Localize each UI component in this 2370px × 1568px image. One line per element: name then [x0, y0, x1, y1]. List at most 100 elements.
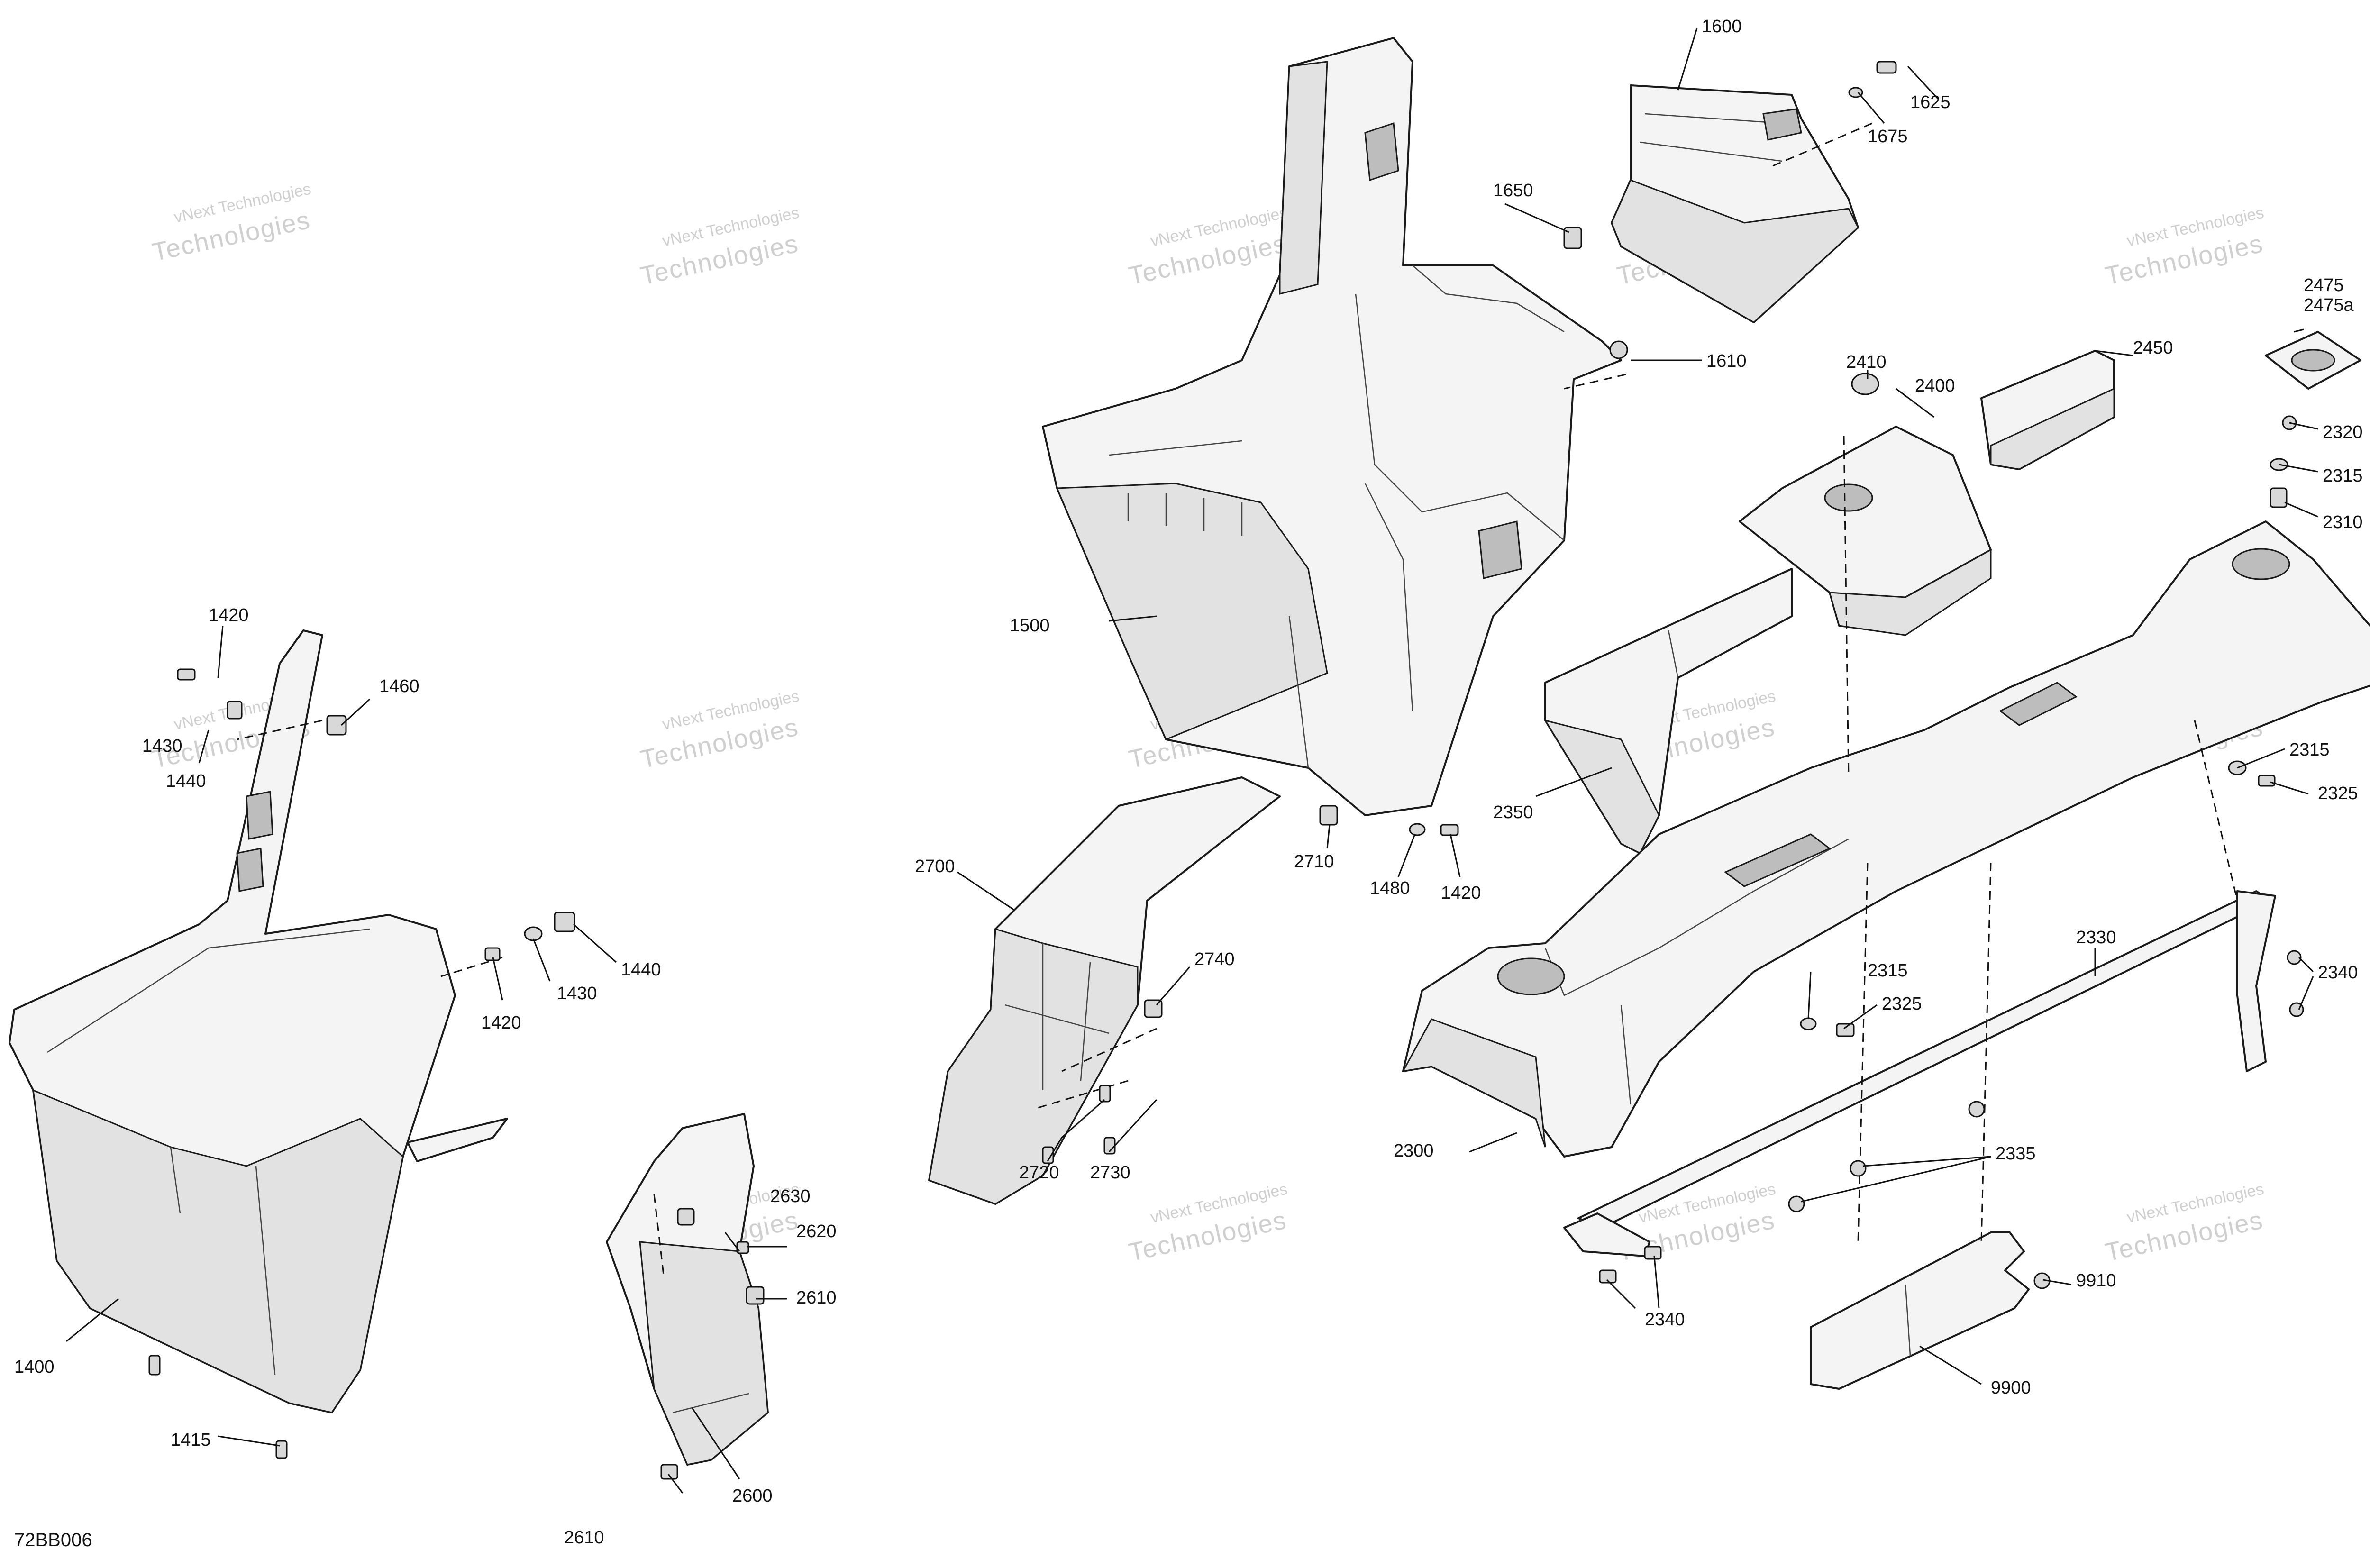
screw-icon	[275, 1440, 288, 1459]
callout-1420: 1420	[481, 1013, 521, 1033]
callout-1440: 1440	[621, 960, 661, 980]
washer-icon	[1800, 1017, 1817, 1030]
part-2330-brace	[1563, 890, 2276, 1257]
screw-icon	[1042, 1146, 1054, 1164]
callout-2400: 2400	[1915, 376, 1955, 396]
callout-2315: 2315	[2289, 740, 2330, 760]
callout-2340: 2340	[1645, 1310, 1685, 1330]
nut-icon	[2287, 950, 2302, 965]
screw-icon	[1644, 1246, 1662, 1260]
callout-1675: 1675	[1868, 127, 1908, 146]
clip-icon	[677, 1208, 695, 1226]
callout-2475: 2475	[2304, 275, 2344, 295]
callout-2330: 2330	[2076, 928, 2116, 948]
callout-1415: 1415	[171, 1430, 211, 1450]
leader-lines	[66, 28, 2318, 1494]
nut-icon	[1968, 1101, 1985, 1118]
washer-icon	[1409, 823, 1426, 836]
callout-2610: 2610	[564, 1528, 604, 1548]
callout-2730: 2730	[1090, 1163, 1130, 1183]
screw-icon	[148, 1355, 161, 1376]
screw-icon	[660, 1464, 678, 1480]
callout-1420: 1420	[1441, 883, 1481, 903]
clip-icon	[746, 1286, 765, 1305]
callout-1430: 1430	[557, 984, 597, 1003]
callout-1460: 1460	[379, 676, 419, 696]
callout-2325: 2325	[2318, 784, 2358, 803]
callout-2320: 2320	[2323, 422, 2363, 442]
assembly-lines	[237, 122, 2238, 1276]
callout-1610: 1610	[1706, 351, 1747, 371]
clip-icon	[1319, 805, 1338, 826]
watermark: vNext Technologies Technologies	[638, 203, 801, 290]
callout-2740: 2740	[1194, 949, 1235, 969]
callout-2315: 2315	[2323, 466, 2363, 486]
part-2700-side-panel	[928, 776, 1281, 1205]
clip-icon	[227, 701, 243, 720]
callout-2450: 2450	[2133, 338, 2173, 358]
callout-2410: 2410	[1846, 352, 1887, 372]
callout-2720: 2720	[1019, 1163, 1059, 1183]
diagram-reference-code: 72BB006	[14, 1530, 92, 1550]
clip-icon	[326, 715, 347, 736]
callout-1430: 1430	[142, 736, 182, 756]
part-2350-inner-panel	[1543, 568, 1793, 855]
callout-2325: 2325	[1882, 994, 1922, 1014]
callout-2475a: 2475a	[2304, 295, 2354, 315]
nut-icon	[1609, 340, 1628, 359]
part-2400-center-cover	[1739, 426, 1992, 636]
watermark: vNext Technologies Technologies	[1126, 1180, 1289, 1267]
callout-9910: 9910	[2076, 1271, 2116, 1291]
washer-icon	[524, 926, 543, 941]
callout-labels: 1600 1625 1675 1650 1610 1500 2410 2400 …	[14, 17, 2363, 1548]
part-9900-skid-plate	[1810, 1231, 2030, 1390]
callout-2620: 2620	[796, 1222, 837, 1241]
callout-2310: 2310	[2323, 512, 2363, 532]
callout-2710: 2710	[1294, 852, 1334, 872]
screw-icon	[1440, 824, 1459, 836]
screw-icon	[177, 668, 196, 681]
screw-icon	[2258, 775, 2276, 787]
callout-1650: 1650	[1493, 181, 1533, 201]
watermark: vNext Technologies Technologies	[638, 687, 801, 774]
clip-icon	[2270, 487, 2288, 508]
screw-icon	[1599, 1269, 1617, 1284]
callout-1625: 1625	[1910, 92, 1951, 112]
callout-2335: 2335	[1996, 1144, 2036, 1164]
fastener-icon	[1851, 373, 1879, 395]
callout-2350: 2350	[1493, 802, 1533, 822]
callout-2340: 2340	[2318, 963, 2358, 983]
part-1500-dash-panel	[1042, 37, 1622, 816]
callout-2300: 2300	[1394, 1141, 1434, 1161]
callout-2315: 2315	[1868, 961, 1908, 981]
watermark: vNext Technologies Technologies	[1126, 203, 1289, 290]
screw-icon	[1836, 1023, 1855, 1037]
watermark: vNext Technologies Technologies	[2103, 1180, 2266, 1267]
watermark: vNext Technologies Technologies	[150, 180, 313, 266]
callout-1600: 1600	[1702, 17, 1742, 36]
part-2450-lid	[1980, 350, 2115, 470]
callout-1440: 1440	[166, 771, 206, 791]
callout-1400: 1400	[14, 1357, 55, 1377]
callout-2630: 2630	[770, 1186, 811, 1206]
part-1400-left-body-panel	[9, 629, 508, 1413]
part-2600-bracket-panel	[606, 1113, 769, 1466]
screw-icon	[1099, 1085, 1111, 1103]
callout-2610: 2610	[796, 1288, 837, 1308]
part-1600-upper-cover	[1611, 84, 1859, 323]
callout-1500: 1500	[1010, 616, 1050, 636]
callout-2700: 2700	[915, 857, 955, 876]
callout-9900: 9900	[1991, 1378, 2031, 1398]
washer-icon	[1848, 87, 1863, 98]
screw-icon	[1876, 61, 1897, 74]
clip-icon	[554, 912, 575, 932]
part-2475-filler-cap	[2265, 331, 2361, 390]
nut-icon	[1788, 1195, 1805, 1212]
callout-1420: 1420	[209, 605, 249, 625]
nut-icon	[1850, 1160, 1867, 1177]
callout-2600: 2600	[732, 1486, 773, 1506]
watermark: vNext Technologies Technologies	[2103, 203, 2266, 290]
part-2300-center-console	[1402, 520, 2370, 1158]
screw-icon	[484, 947, 501, 961]
